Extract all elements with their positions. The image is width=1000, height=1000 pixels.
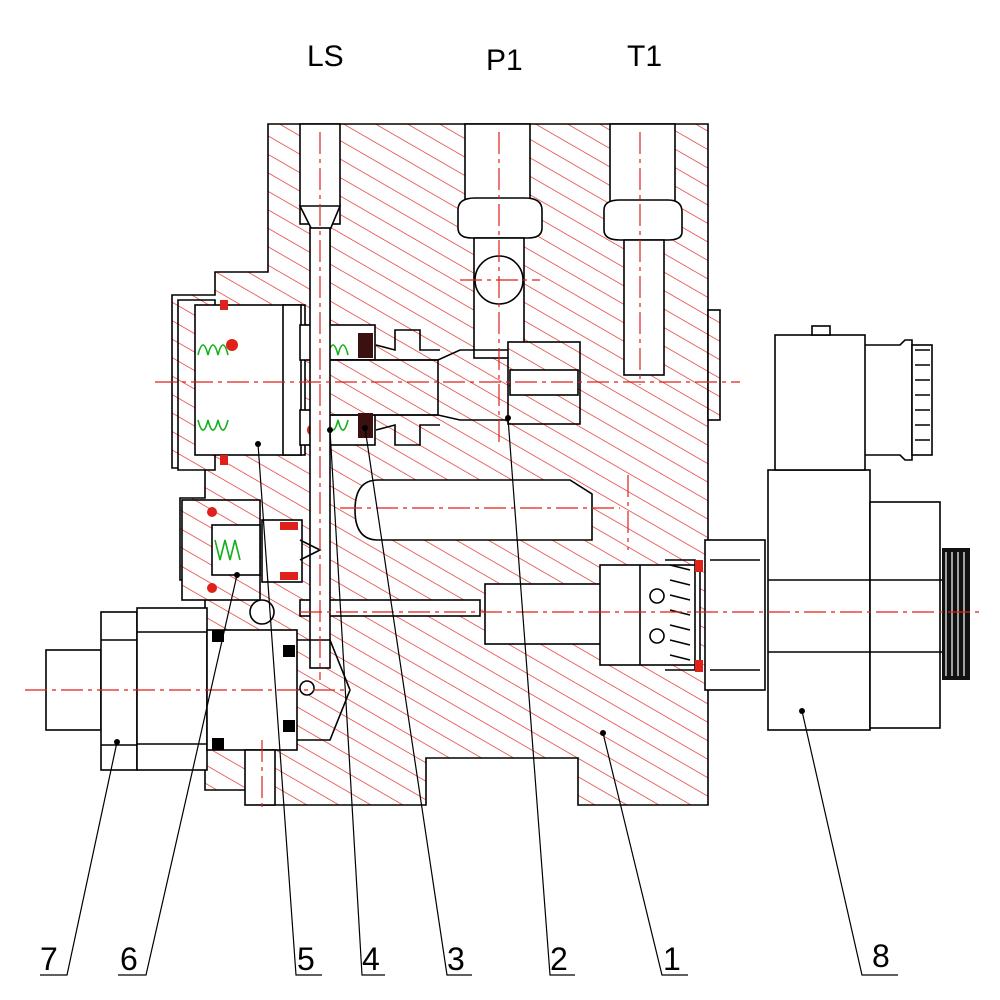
callout-1: 1 [663, 941, 681, 977]
centerlines [25, 132, 980, 812]
t1-port-bore [603, 123, 683, 376]
callout-5: 5 [297, 941, 315, 977]
check-valve-cartridge [181, 499, 322, 601]
solenoid-valve [484, 325, 970, 731]
port-label-p1: P1 [486, 44, 523, 77]
callout-3: 3 [447, 941, 465, 977]
callout-8: 8 [872, 938, 890, 974]
callout-6: 6 [120, 941, 138, 977]
port-label-t1: T1 [627, 40, 662, 73]
callout-7: 7 [40, 941, 58, 977]
callout-4: 4 [362, 941, 380, 977]
p1-port-bore [457, 123, 543, 359]
callout-2: 2 [550, 941, 568, 977]
leader-lines [40, 417, 898, 976]
port-label-ls: LS [307, 40, 344, 73]
